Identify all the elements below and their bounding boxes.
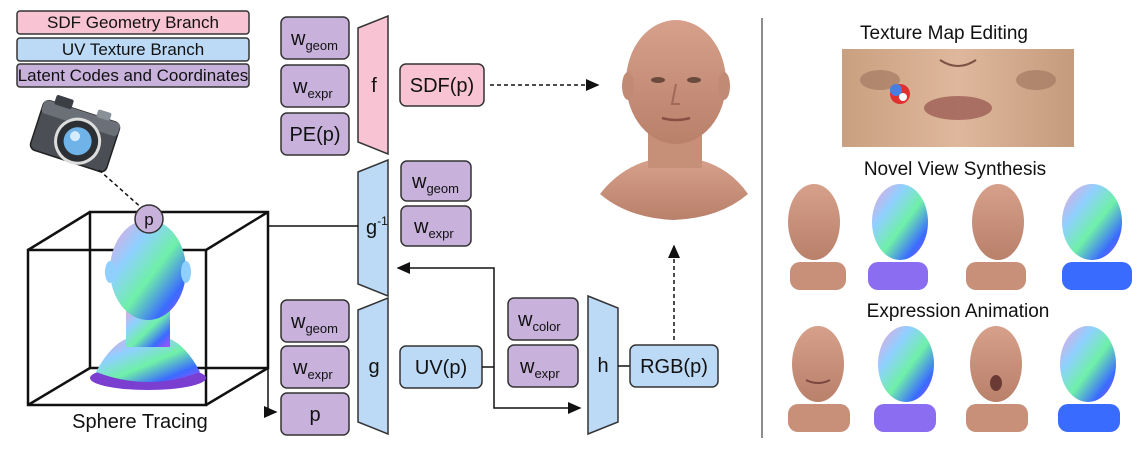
- uv-branch: wgeom wexpr p g UV(p): [280, 262, 582, 436]
- input-pe-p: [280, 112, 350, 156]
- network-h-label: h: [597, 355, 608, 377]
- legend-latent-label: Latent Codes and Coordinates: [18, 66, 249, 85]
- input-w-geom-f: [280, 16, 350, 60]
- legend-uv-label: UV Texture Branch: [62, 40, 204, 59]
- texture-editing-title: Texture Map Editing: [860, 23, 1028, 44]
- ginv-to-p-connector: [264, 225, 358, 418]
- svg-text:wcolor: wcolor: [517, 309, 561, 334]
- svg-text:wexpr: wexpr: [292, 357, 333, 382]
- sample-point-p: [134, 204, 164, 234]
- color-branch: wcolor wexpr h RGB(p): [507, 244, 719, 436]
- camera-ray: [98, 169, 145, 211]
- expression-head-1: [788, 326, 850, 432]
- network-f: [357, 14, 389, 156]
- svg-text:g-1: g-1: [366, 214, 388, 239]
- legend-uv-box: [16, 37, 250, 62]
- novel-view-head-1: [788, 184, 846, 290]
- svg-text:wexpr: wexpr: [519, 356, 560, 381]
- network-g-label: g: [368, 356, 379, 378]
- svg-text:wexpr: wexpr: [292, 76, 333, 101]
- rainbow-head: [90, 220, 206, 390]
- inverse-branch: g-1 wgeom wexpr: [264, 158, 472, 418]
- input-w-expr-ginv: [400, 205, 472, 247]
- input-w-expr-f: [280, 64, 350, 108]
- expression-head-3: [966, 326, 1028, 432]
- novel-view-panel: Novel View Synthesis: [788, 159, 1132, 290]
- uv-to-ginv-arrow: [396, 262, 495, 367]
- svg-text:wgeom: wgeom: [290, 311, 338, 336]
- network-g: [357, 296, 389, 436]
- texture-editing-panel: Texture Map Editing: [842, 23, 1074, 147]
- expression-title: Expression Animation: [867, 301, 1050, 322]
- sample-point-label: p: [144, 210, 153, 229]
- novel-view-head-3: [966, 184, 1026, 290]
- output-sdf-label: SDF(p): [410, 75, 474, 97]
- input-w-expr-h: [507, 344, 579, 388]
- legend: SDF Geometry Branch UV Texture Branch La…: [16, 10, 250, 88]
- legend-latent-box: [16, 63, 250, 88]
- expression-panel: Expression Animation: [788, 301, 1120, 432]
- svg-text:wgeom: wgeom: [290, 28, 338, 53]
- legend-sdf-box: [16, 10, 250, 35]
- input-pe-p-label: PE(p): [289, 124, 340, 146]
- output-uv-label: UV(p): [415, 357, 467, 379]
- output-sdf: [399, 63, 485, 107]
- input-w-geom-ginv: [400, 160, 472, 202]
- sdf-branch: wgeom wexpr PE(p) f SDF(p): [280, 14, 600, 156]
- sphere-tracing-figure: p Sphere Tracing: [26, 204, 270, 433]
- network-f-label: f: [371, 75, 377, 97]
- expression-head-2: [874, 326, 936, 432]
- network-h: [587, 294, 619, 436]
- input-w-geom-g: [280, 299, 350, 343]
- novel-view-title: Novel View Synthesis: [864, 159, 1046, 180]
- rendered-head-image: [600, 20, 748, 220]
- network-g-inverse: [357, 158, 389, 298]
- svg-text:wgeom: wgeom: [411, 171, 459, 196]
- output-rgb-label: RGB(p): [640, 356, 708, 378]
- input-p-label: p: [309, 404, 320, 426]
- input-p: [280, 392, 350, 436]
- camera-icon: [29, 95, 121, 173]
- svg-text:wexpr: wexpr: [413, 216, 454, 241]
- expression-head-4: [1058, 326, 1120, 432]
- input-w-expr-g: [280, 345, 350, 389]
- input-w-color: [507, 297, 579, 341]
- novel-view-head-4: [1062, 184, 1132, 290]
- output-rgb: [629, 344, 719, 388]
- legend-sdf-label: SDF Geometry Branch: [47, 13, 219, 32]
- uv-to-h-arrow: [493, 367, 582, 414]
- novel-view-head-2: [868, 184, 928, 290]
- sphere-tracing-caption: Sphere Tracing: [72, 411, 208, 433]
